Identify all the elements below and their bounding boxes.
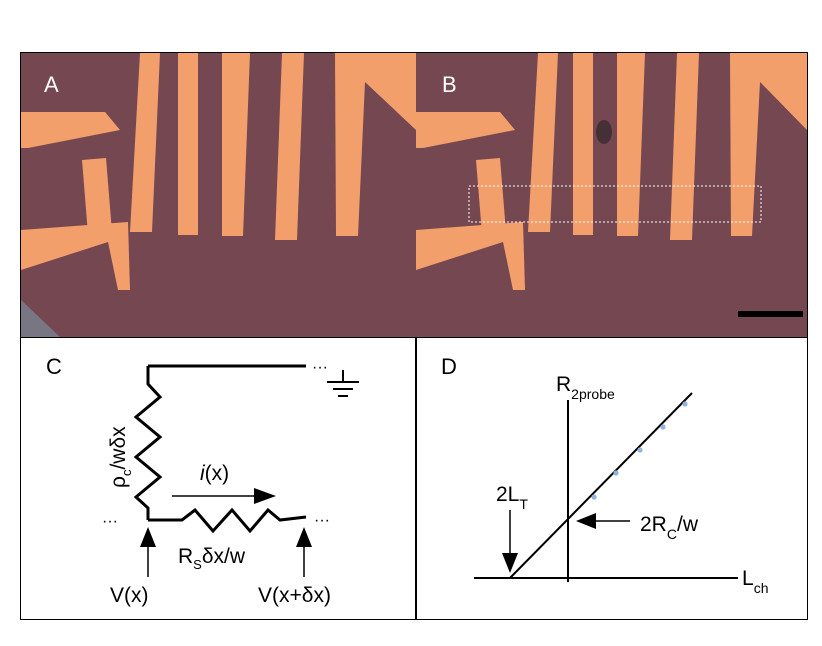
metal-electrodes <box>416 53 807 290</box>
left-ellipsis: ··· <box>102 513 118 530</box>
panel-c-circuit: C ··· ··· ··· ρc/wδx i(x) RSδx/w V(x) V(… <box>46 354 359 607</box>
data-point <box>613 470 619 476</box>
ground-symbol <box>327 381 359 397</box>
defect-spot <box>596 120 612 144</box>
contact-resistor <box>133 366 163 520</box>
metal-electrodes <box>21 53 416 290</box>
selection-box <box>468 185 762 223</box>
right-ellipsis: ··· <box>314 512 330 529</box>
current-arrow-head <box>254 488 276 504</box>
panel-c-letter: C <box>46 354 62 379</box>
scale-bar <box>738 311 803 317</box>
transfer-length-label: 2LT <box>496 483 528 512</box>
panel-b-micrograph: B <box>416 53 807 337</box>
voltage-left-arrow-head <box>140 527 156 547</box>
transfer-length-arrow-head <box>502 553 518 573</box>
intercept-arrow-head <box>576 513 596 529</box>
voltage-right-label: V(x+δx) <box>258 584 331 607</box>
current-label: i(x) <box>200 462 229 485</box>
voltage-right-arrow-head <box>296 527 312 547</box>
data-points <box>591 401 688 500</box>
voltage-left-label: V(x) <box>110 584 149 607</box>
intercept-label: 2RC/w <box>640 513 699 542</box>
data-point <box>682 401 688 407</box>
panel-d-letter: D <box>441 354 457 379</box>
x-axis-label: Lch <box>742 567 768 596</box>
y-axis-label: R2probe <box>556 373 615 402</box>
top-ellipsis: ··· <box>312 359 328 376</box>
contact-resistance-label: ρc/wδx <box>107 426 134 488</box>
data-point <box>591 494 597 500</box>
panel-b-letter: B <box>442 72 457 97</box>
sheet-resistor <box>148 507 307 534</box>
sheet-resistance-label: RSδx/w <box>178 545 246 572</box>
panel-a-micrograph: A <box>21 53 416 337</box>
data-point <box>660 424 666 430</box>
panel-d-plot: D R2probe Lch 2LT 2RC/w <box>441 354 768 596</box>
panel-a-letter: A <box>44 72 59 97</box>
fit-line <box>509 392 693 579</box>
data-point <box>637 447 643 453</box>
